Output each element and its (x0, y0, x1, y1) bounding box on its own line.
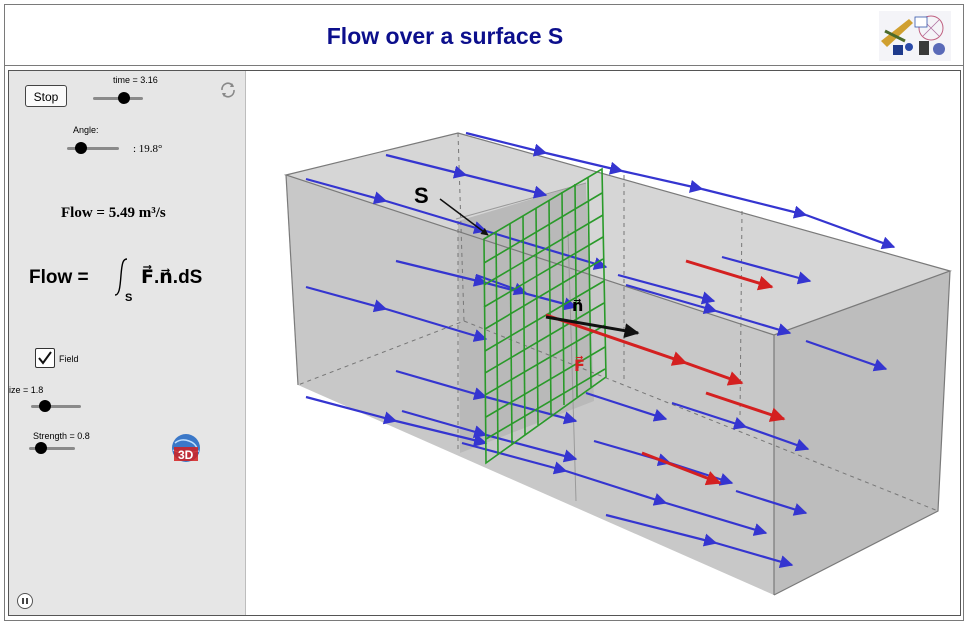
formula-subscript: S (125, 292, 132, 304)
formula-rhs: F⃗.n⃗.dS (141, 265, 202, 288)
geometry-tools-logo-icon (879, 11, 951, 61)
3d-view[interactable]: S n⃗ F⃗ (246, 71, 960, 615)
formula-lhs: Flow = (29, 267, 89, 288)
box-edges (283, 132, 952, 596)
surface-label: S (414, 183, 429, 208)
svg-text:3D: 3D (178, 448, 194, 462)
field-checkbox[interactable] (35, 348, 55, 368)
reset-icon[interactable] (219, 81, 237, 99)
box-top-face (286, 133, 950, 335)
surface-grid (483, 167, 607, 465)
normal-label: n⃗ (572, 298, 583, 315)
angle-slider-handle[interactable] (75, 142, 87, 154)
box-right-face (774, 271, 950, 595)
size-label: ize = 1.8 (9, 385, 44, 395)
field-arrows (305, 131, 896, 569)
force-arrows (545, 259, 786, 486)
flow-value: Flow = 5.49 m³/s (61, 205, 166, 221)
angle-label: Angle: (73, 125, 99, 135)
3d-scene[interactable]: S n⃗ F⃗ (246, 71, 960, 615)
pause-icon[interactable] (17, 593, 33, 609)
time-slider-handle[interactable] (118, 92, 130, 104)
time-label: time = 3.16 (113, 75, 158, 85)
page-title: Flow over a surface S (326, 23, 564, 49)
3d-globe-icon[interactable]: 3D (169, 433, 203, 465)
size-slider-handle[interactable] (39, 400, 51, 412)
geogebra-applet: Stop time = 3.16 Angle: : 19.8° Flow = 5… (8, 70, 961, 616)
control-panel: Stop time = 3.16 Angle: : 19.8° Flow = 5… (9, 71, 246, 615)
angle-slider[interactable] (67, 142, 119, 154)
normal-vector (545, 315, 640, 339)
strength-slider-handle[interactable] (35, 442, 47, 454)
strength-slider[interactable] (29, 442, 75, 454)
check-icon (38, 351, 52, 365)
force-label: F⃗ (574, 355, 585, 375)
size-slider[interactable] (31, 400, 81, 412)
field-label: Field (59, 354, 79, 364)
flow-formula: Flow = S F⃗.n⃗.dS (29, 258, 202, 304)
stop-button[interactable]: Stop (25, 85, 67, 107)
surface-pointer (439, 198, 489, 236)
surface-shadow (458, 183, 594, 453)
time-slider[interactable] (93, 92, 143, 104)
strength-label: Strength = 0.8 (33, 431, 90, 441)
angle-value: : 19.8° (133, 143, 163, 155)
header: Flow over a surface S (5, 5, 963, 66)
page-frame: Flow over a surface S Stop time = 3.16 (4, 4, 964, 621)
